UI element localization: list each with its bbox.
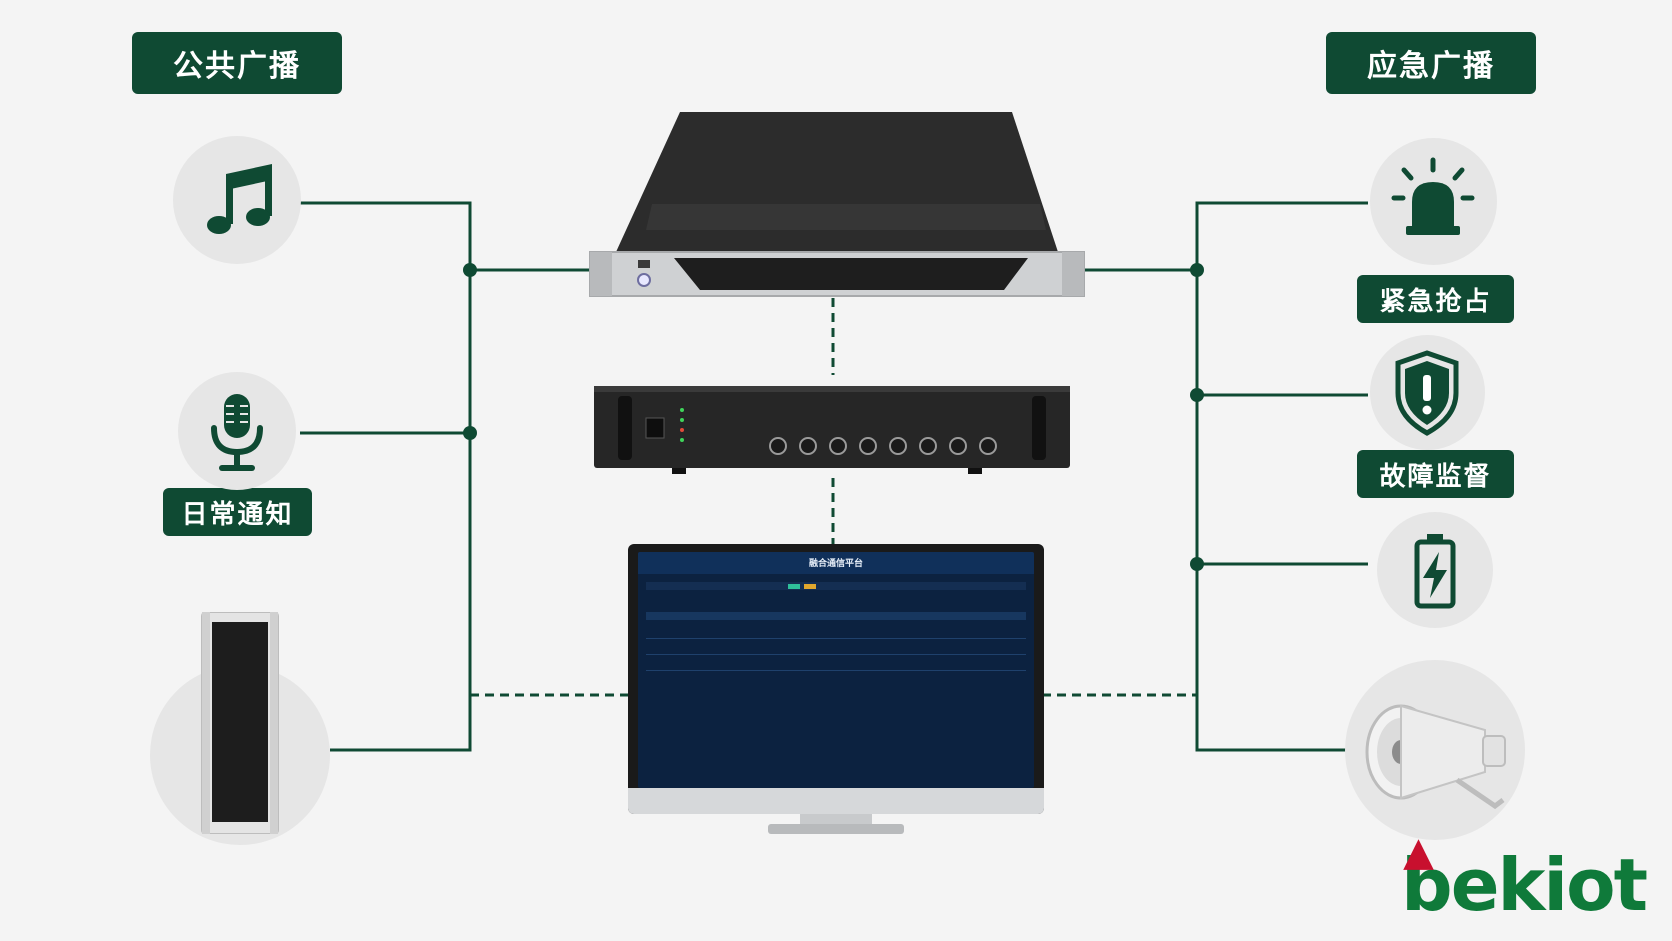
monitor-chin	[628, 788, 1044, 814]
alarm-light-icon	[1391, 157, 1475, 235]
screen-toolbar	[646, 582, 1026, 590]
music-note-icon	[207, 164, 272, 234]
microphone-circle	[178, 372, 296, 490]
screen-accent-1	[788, 584, 800, 589]
server-unit	[589, 112, 1085, 297]
battery-circle	[1377, 512, 1493, 628]
bekiot-logo: ▲ bekiot	[1401, 829, 1648, 927]
label-emergency-broadcast: 应急广播	[1326, 32, 1536, 94]
monitor-neck	[800, 814, 872, 824]
alarm-circle	[1370, 138, 1497, 265]
microphone-icon	[211, 394, 263, 471]
screen-title: 融合通信平台	[808, 559, 863, 569]
music-circle	[173, 136, 301, 264]
label-daily-notice: 日常通知	[163, 488, 312, 536]
monitor: 融合通信平台	[628, 544, 1044, 834]
screen-header-bar	[638, 552, 1034, 574]
amplifier-unit	[594, 386, 1070, 474]
screen-row-1	[646, 628, 1026, 639]
screen-row-2	[646, 644, 1026, 655]
label-fault-monitor: 故障监督	[1357, 450, 1514, 498]
label-public-broadcast: 公共广播	[132, 32, 342, 94]
monitor-screen: 融合通信平台	[638, 552, 1034, 788]
battery-charge-icon	[1414, 534, 1456, 609]
label-emergency-override: 紧急抢占	[1357, 275, 1514, 323]
monitor-stand	[768, 824, 904, 834]
shield-circle	[1370, 335, 1485, 450]
horn-circle	[1345, 660, 1525, 840]
logo-text: bekiot	[1401, 843, 1648, 927]
logo-mark-icon: ▲	[1403, 829, 1434, 875]
screen-row-3	[646, 660, 1026, 671]
shield-alert-icon	[1395, 350, 1459, 436]
speaker-column-icon	[201, 612, 279, 834]
screen-accent-2	[804, 584, 816, 589]
horn-speaker-icon	[1365, 704, 1506, 810]
screen-table-header	[646, 612, 1026, 620]
